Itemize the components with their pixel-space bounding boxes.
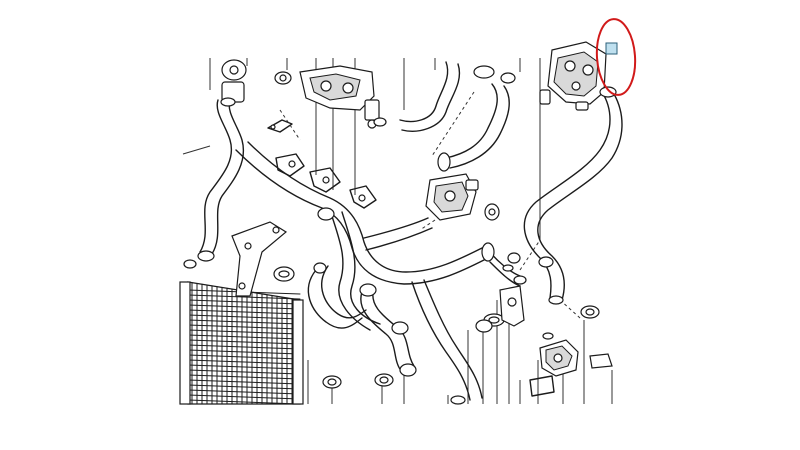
mounting-bracket <box>231 221 288 297</box>
hose-clamp-right <box>475 305 600 333</box>
clip-right <box>589 353 613 369</box>
radiator <box>179 281 304 405</box>
part-callout <box>595 18 637 96</box>
callout-label-box <box>605 42 618 55</box>
highlight-circle <box>595 18 637 96</box>
coolant-valve <box>425 173 500 221</box>
connector-right-small <box>499 264 527 327</box>
pump-right-lower <box>529 332 579 397</box>
bracket-clips <box>275 153 377 209</box>
hose-main-bundle <box>235 141 521 401</box>
expansion-cap <box>220 59 292 107</box>
water-outlet-housing <box>299 65 380 129</box>
hose-lower-left <box>273 262 367 329</box>
hose-lower-center <box>322 283 466 405</box>
engine-outlet-component <box>539 41 617 111</box>
hose-upper-middle <box>373 61 516 172</box>
bracket-small-1 <box>267 119 293 133</box>
hose-left-long <box>182 99 244 269</box>
hose-right-long <box>523 91 623 305</box>
